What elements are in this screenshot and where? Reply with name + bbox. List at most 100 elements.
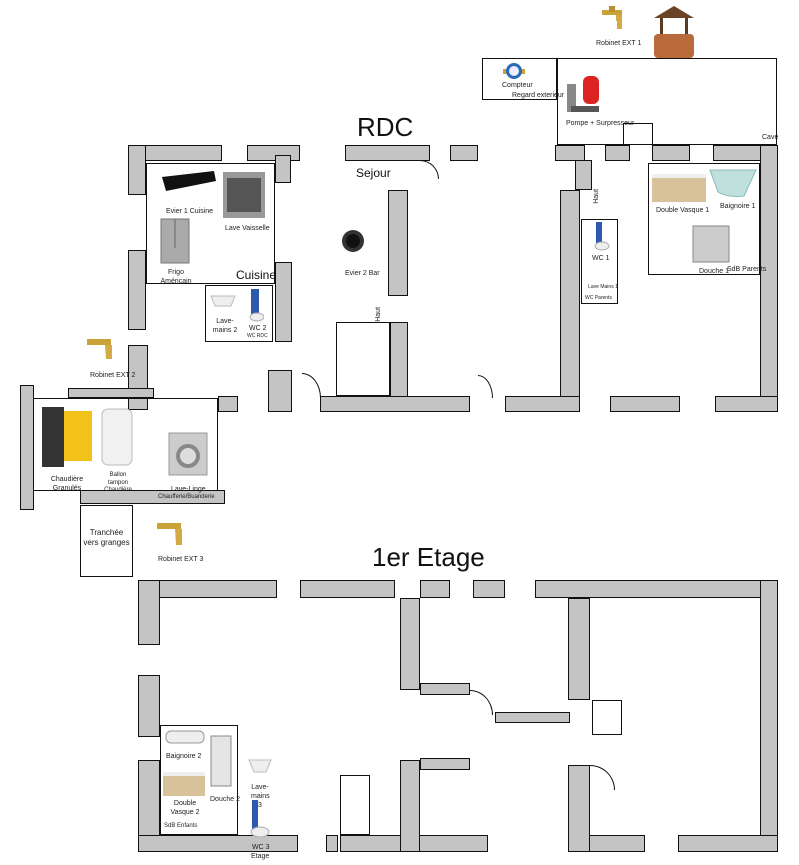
- wall: [218, 396, 238, 412]
- bar-sink-icon: [340, 228, 366, 252]
- bathtub-icon: [708, 166, 758, 198]
- dishwasher-icon: [221, 170, 267, 220]
- wc-rdc-label: WC RDC: [247, 333, 268, 339]
- ballon-label: Ballon tampon Chaudière: [104, 472, 132, 493]
- cave-stairs: [623, 123, 653, 145]
- baignoire1-label: Baignoire 1: [720, 203, 756, 210]
- wall: [138, 675, 160, 737]
- shower-icon: [692, 225, 730, 263]
- wall: [473, 580, 505, 598]
- wall: [128, 250, 146, 330]
- well-icon: [650, 4, 698, 58]
- water-meter-icon: [503, 61, 525, 81]
- wall: [568, 765, 590, 852]
- stairs-up-label-2: Haut: [593, 188, 601, 204]
- shower-icon: [210, 735, 232, 787]
- door-swing: [590, 765, 615, 790]
- wall: [495, 712, 570, 723]
- tranchee-label: Tranchée vers granges: [83, 528, 130, 547]
- wc3-sub-label: Etage: [251, 853, 270, 860]
- wall: [138, 835, 298, 852]
- toilet-icon: [246, 800, 270, 840]
- baignoire2-label: Baignoire 2: [166, 753, 202, 760]
- wall: [68, 388, 154, 398]
- lave-mains3-label: Lave-mains 3: [251, 784, 270, 809]
- wall: [345, 145, 430, 161]
- fridge-icon: [160, 218, 190, 264]
- door-swing: [420, 160, 439, 179]
- double-vanity-icon: [652, 168, 708, 204]
- faucet-icon: [153, 515, 187, 547]
- door-swing: [470, 690, 493, 715]
- stairs-attic: [592, 700, 622, 735]
- wc-rdc-room: [205, 285, 273, 342]
- stairs-up-label: Haut: [375, 306, 383, 322]
- bathtub-icon: [165, 729, 205, 745]
- wall: [420, 683, 470, 695]
- cuisine-room: [146, 163, 275, 284]
- wall: [400, 760, 420, 852]
- sejour-label: Sejour: [356, 166, 391, 180]
- wall: [760, 580, 778, 852]
- wall: [388, 190, 408, 296]
- robinet-ext2-label: Robinet EXT 2: [90, 372, 136, 379]
- wall: [420, 758, 470, 770]
- hand-basin-icon: [210, 290, 236, 308]
- double-vasque2-label: Double Vasque 2: [170, 800, 200, 816]
- sdb-enfants-label: SdB Enfants: [164, 823, 198, 829]
- boiler-icon: [40, 405, 96, 469]
- etage-title: 1er Etage: [372, 542, 485, 572]
- wall: [605, 145, 630, 161]
- toilet-icon: [248, 289, 265, 323]
- chaufferie-room: [33, 398, 218, 491]
- sdb-parents-label: SdB Parents: [727, 266, 767, 273]
- evier2-label: Evier 2 Bar: [345, 270, 380, 277]
- wc3-label: WC 3: [252, 844, 270, 851]
- wc-parents-label: WC Parents: [585, 295, 612, 301]
- hand-basin-icon: [248, 757, 272, 775]
- wall: [505, 396, 580, 412]
- wall: [20, 385, 34, 510]
- wc1-label: WC 1: [592, 255, 610, 262]
- regard-label: Regard exterieur: [512, 92, 565, 99]
- wall: [652, 145, 690, 161]
- cave-label: Cave: [762, 134, 779, 141]
- toilet-icon: [590, 222, 610, 252]
- robinet-ext3-label: Robinet EXT 3: [158, 556, 204, 563]
- compteur-label: Compteur: [502, 82, 533, 89]
- wall: [535, 580, 778, 598]
- door-swing: [478, 375, 493, 398]
- cuisine-label: Cuisine: [236, 268, 277, 282]
- wall: [326, 835, 338, 852]
- evier1-label: Evier 1 Cuisine: [166, 208, 214, 215]
- stairs-etage: [340, 775, 370, 835]
- robinet-ext1-label: Robinet EXT 1: [596, 40, 642, 47]
- wall: [560, 190, 580, 412]
- chaudiere-label: Chaudière Granulés: [50, 476, 84, 492]
- lave-linge-label: Lave-Linge: [171, 486, 206, 493]
- buffer-tank-icon: [101, 408, 133, 466]
- wall: [268, 370, 292, 412]
- wall: [575, 160, 592, 190]
- door-swing: [302, 373, 321, 398]
- wall: [715, 396, 778, 412]
- wall: [320, 396, 470, 412]
- sdb-parents-room: [648, 163, 760, 275]
- wall: [555, 145, 585, 161]
- washing-machine-icon: [168, 432, 208, 476]
- wall: [247, 145, 300, 161]
- pump-icon: [565, 68, 603, 116]
- wall: [568, 598, 590, 700]
- rdc-title: RDC: [357, 112, 414, 142]
- sdb-enfants-room: [160, 725, 238, 835]
- chaufferie-label: Chaufferie/Buanderie: [158, 494, 215, 500]
- wc2-label: WC 2: [249, 325, 267, 332]
- wall: [678, 835, 778, 852]
- regard-box: [482, 58, 557, 100]
- wall: [275, 155, 291, 183]
- tranchee-box: [80, 505, 133, 577]
- lave-mains2-label: Lave-mains 2: [212, 318, 238, 334]
- wall: [138, 580, 160, 645]
- wc-parents-room: [581, 219, 618, 304]
